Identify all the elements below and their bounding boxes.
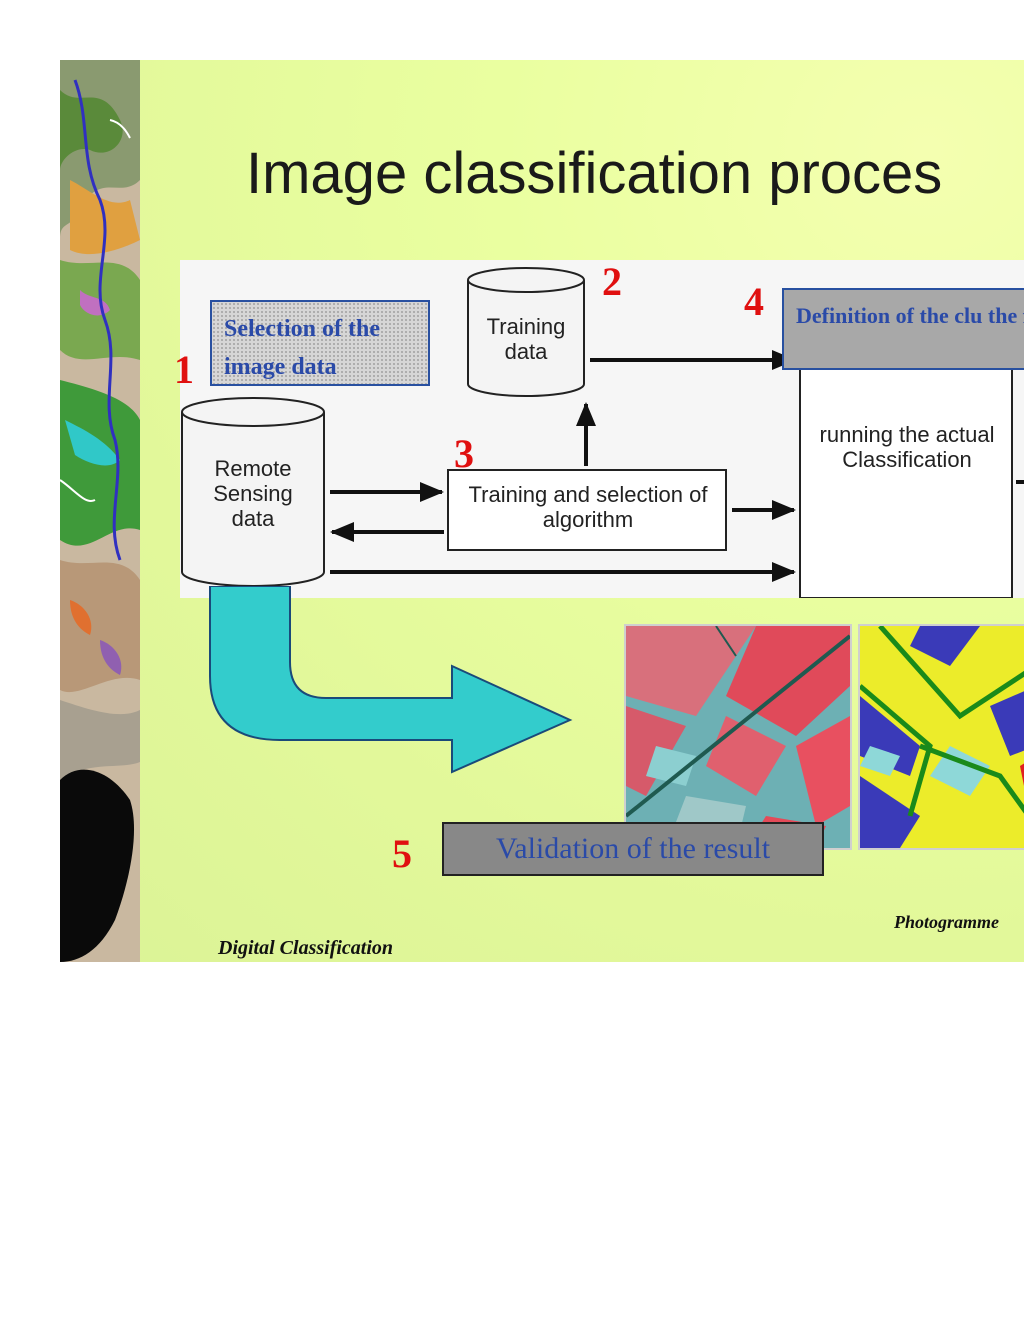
- remote-sensing-cylinder: [181, 397, 325, 587]
- validation-box: Validation of the result: [442, 822, 824, 876]
- slide: Image classification proces Remo: [60, 60, 1024, 962]
- classified-image-thumbnail: [858, 624, 1024, 850]
- step-number-1: 1: [174, 347, 194, 392]
- raw-image-thumbnail: [624, 624, 852, 850]
- footer-right: Photogramme: [894, 912, 1000, 932]
- land-cover-map-image: [60, 60, 140, 962]
- classification-label: running the actual Classification: [819, 422, 995, 472]
- training-data-label: Training data: [486, 314, 566, 364]
- training-selection-label: Training and selection of algorithm: [468, 482, 708, 532]
- remote-sensing-label: Remote Sensing data: [213, 456, 293, 531]
- footer-left: Digital Classification: [218, 937, 394, 959]
- step-number-4: 4: [744, 279, 764, 324]
- step-number-5: 5: [392, 831, 412, 876]
- training-selection-box: [447, 469, 727, 551]
- training-data-cylinder: [467, 267, 585, 397]
- definition-note: Definition of the clu the feature space: [782, 288, 1024, 370]
- flow-arrow: [209, 586, 573, 774]
- slide-title: Image classification proces: [246, 141, 943, 206]
- flow-diagram: [181, 267, 1024, 598]
- step-number-2: 2: [602, 259, 622, 304]
- classification-box: [799, 327, 1013, 598]
- step-number-3: 3: [454, 431, 474, 476]
- selection-note: Selection of the image data: [210, 300, 430, 386]
